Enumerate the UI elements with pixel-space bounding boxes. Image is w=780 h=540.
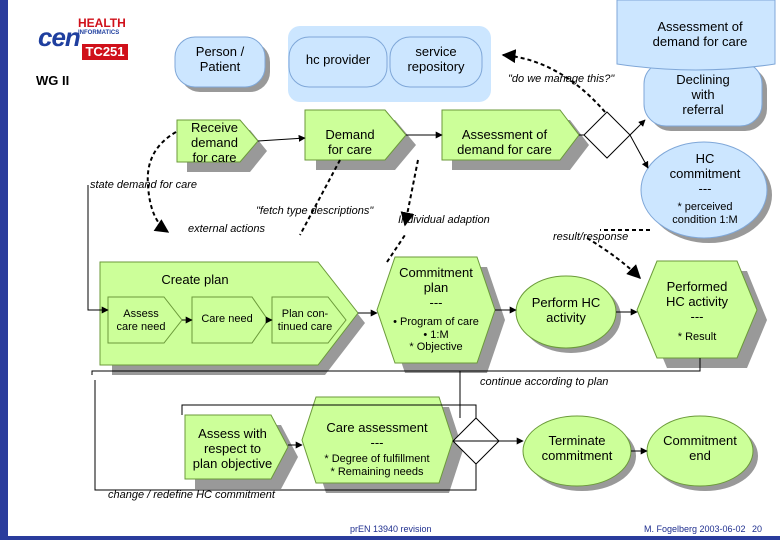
service-repository-box: [389, 36, 483, 88]
hc-commitment-shape: [640, 141, 768, 239]
assess-objective-shape: [184, 414, 289, 480]
demand-for-care-label: Demand for care: [325, 127, 375, 157]
plan-continued-shape: [271, 296, 347, 344]
left-accent-bar: [0, 0, 8, 540]
assess-care-need-shape: [107, 296, 183, 344]
hc-commitment-sub: * perceived condition 1:M: [672, 201, 738, 226]
hc-provider-box: [288, 36, 388, 88]
logo-informatics: INFORMATICS: [78, 30, 120, 36]
care-assessment-shape: [301, 396, 454, 484]
commitment-plan-title: Commitment plan ---: [399, 265, 473, 310]
care-assessment-sub: * Degree of fulfillment * Remaining need…: [324, 453, 430, 478]
flow-lines: [87, 119, 701, 491]
declining-referral-label: Declining with referral: [676, 72, 730, 117]
footer-page: 20: [752, 524, 763, 534]
service-repository-label: service repository: [407, 44, 465, 74]
fetch-type-label: "fetch type descriptions": [256, 205, 374, 217]
external-actions-label: external actions: [188, 223, 266, 235]
hc-provider-label: hc provider: [305, 52, 371, 67]
performed-hc-sub: * Result: [677, 331, 717, 343]
care-need-shape: [191, 296, 269, 344]
individual-adaption-label: Individual adaption: [398, 214, 490, 226]
cen-logo: cen HEALTH INFORMATICS TC251: [38, 16, 133, 66]
assessment-top-shape: [616, 0, 776, 71]
change-redefine-label: change / redefine HC commitment: [108, 489, 275, 501]
green-shapes: [99, 109, 767, 493]
assessment-top-label: Assessment of demand for care: [652, 19, 748, 49]
plan-continued-label: Plan con- tinued care: [277, 308, 333, 333]
result-response-label: result/response: [553, 231, 629, 243]
care-need-label: Care need: [201, 313, 253, 325]
footer-author-date: M. Fogelberg 2003-06-02: [644, 524, 746, 534]
state-demand-label: state demand for care: [90, 179, 198, 191]
receive-demand-shape: [176, 119, 259, 163]
footer-doc: prEN 13940 revision: [350, 524, 432, 534]
logo-tc: TC251: [82, 44, 128, 60]
hc-commitment-title: HC commitment ---: [669, 151, 741, 196]
create-plan-label: Create plan: [161, 272, 229, 287]
commitment-plan-sub: • Program of care • 1:M * Objective: [393, 316, 479, 354]
person-patient-box: [174, 36, 266, 88]
bottom-accent-bar: [0, 536, 780, 540]
demand-for-care-shape: [304, 109, 407, 161]
perform-hc-label: Perform HC activity: [531, 295, 601, 325]
assess-objective-label: Assess with respect to plan objective: [192, 426, 273, 471]
wg-label: WG II: [36, 73, 70, 88]
logo-health: HEALTH: [78, 16, 126, 30]
receive-demand-label: Receive demand for care: [191, 120, 238, 165]
performed-hc-title: Performed HC activity ---: [665, 279, 729, 324]
logo-org: cen: [38, 22, 81, 52]
care-assessment-title: Care assessment ---: [326, 420, 428, 450]
assessment-mid-label: Assessment of demand for care: [457, 127, 552, 157]
assessment-mid-shape: [441, 109, 580, 161]
decision-diamond-top: [583, 111, 631, 159]
dashed-lines: [146, 49, 650, 279]
terminate-label: Terminate commitment: [541, 433, 613, 463]
person-patient-label: Person / Patient: [195, 44, 245, 74]
commitment-end-label: Commitment end: [663, 433, 737, 463]
assess-care-need-label: Assess care need: [116, 308, 166, 333]
manage-label: "do we manage this?": [508, 73, 615, 85]
continue-plan-label: continue according to plan: [480, 376, 609, 388]
